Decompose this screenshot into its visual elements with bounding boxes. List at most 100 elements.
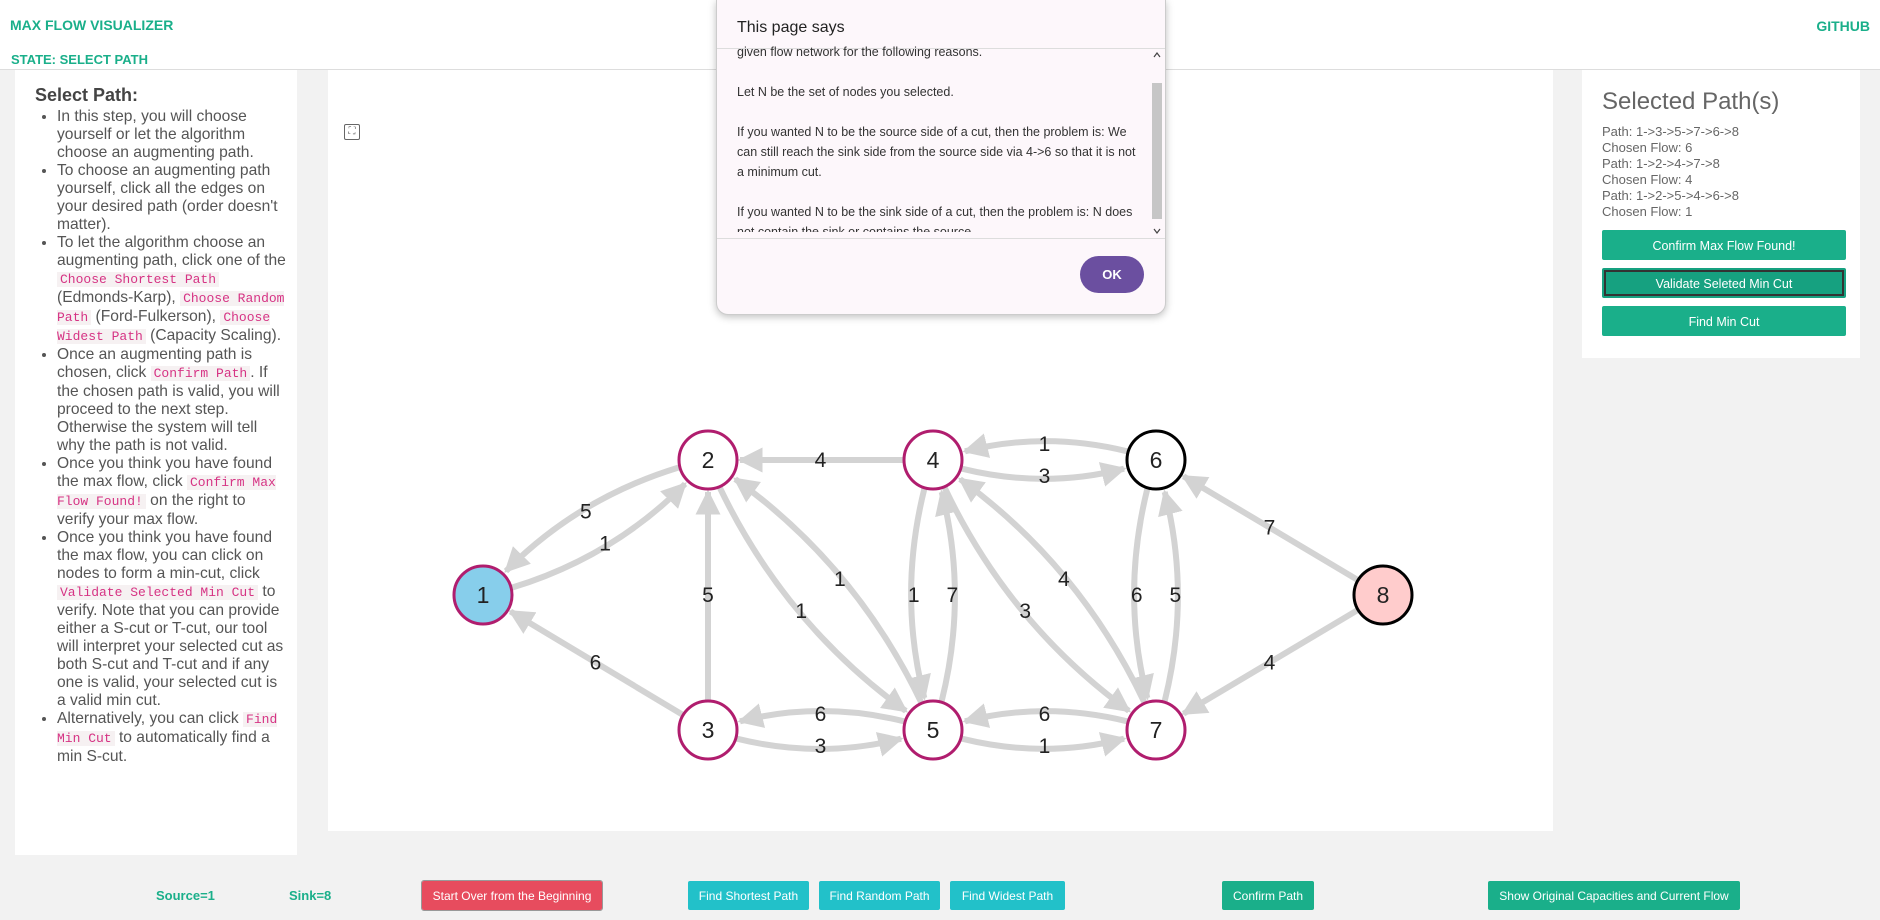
find-widest-path-button[interactable]: Find Widest Path — [950, 881, 1065, 910]
inline-code: Confirm Path — [150, 366, 251, 381]
state-label: STATE: SELECT PATH — [11, 52, 148, 67]
edge-5-2[interactable] — [733, 476, 924, 704]
edge-4-7[interactable] — [942, 486, 1131, 714]
edge-label-5-4: 7 — [946, 584, 958, 607]
path-line: Path: 1->2->5->4->6->8 — [1602, 188, 1739, 203]
edge-7-5[interactable] — [962, 703, 1128, 728]
chosen-flow-line: Chosen Flow: 4 — [1602, 172, 1693, 187]
edge-label-4-2: 4 — [815, 449, 827, 472]
edge-5-7[interactable] — [961, 732, 1127, 757]
dialog-scrollbar[interactable] — [1151, 50, 1163, 236]
node-label-8: 8 — [1377, 582, 1390, 608]
sink-label: Sink=8 — [289, 888, 332, 903]
dialog-paragraph: If you wanted N to be the source side of… — [737, 125, 1136, 179]
node-6[interactable]: 6 — [1125, 429, 1187, 491]
edge-3-1[interactable] — [508, 608, 685, 718]
edge-label-8-6: 7 — [1264, 517, 1276, 540]
instruction-item: To choose an augmenting path yourself, c… — [57, 162, 287, 234]
edge-label-4-6: 3 — [1039, 465, 1051, 488]
edge-6-4[interactable] — [962, 433, 1128, 458]
edge-label-2-1: 5 — [580, 500, 592, 523]
inline-code: Choose Shortest Path — [57, 272, 220, 287]
node-5[interactable]: 5 — [902, 699, 964, 761]
instructions-list: In this step, you will choose yourself o… — [15, 108, 297, 766]
node-label-3: 3 — [702, 717, 715, 743]
edge-label-7-5: 6 — [1039, 703, 1051, 726]
edge-2-5[interactable] — [717, 486, 908, 714]
edge-label-4-7: 3 — [1019, 600, 1031, 623]
edge-4-5[interactable] — [906, 488, 931, 701]
instruction-item: To let the algorithm choose an augmentin… — [57, 234, 287, 346]
path-line: Path: 1->3->5->7->6->8 — [1602, 124, 1739, 139]
node-1[interactable]: 1 — [452, 564, 514, 626]
dialog-message: given flow network for the following rea… — [737, 42, 1145, 232]
chosen-flow-line: Chosen Flow: 1 — [1602, 204, 1693, 219]
selected-paths-title: Selected Path(s) — [1602, 88, 1780, 115]
edge-5-4[interactable] — [935, 489, 960, 702]
find-min-cut-button[interactable]: Find Min Cut — [1602, 306, 1846, 336]
edge-5-3[interactable] — [737, 703, 905, 728]
edge-label-3-1: 6 — [590, 652, 602, 675]
instruction-item: Once you think you have found the max fl… — [57, 529, 287, 710]
path-line: Path: 1->2->4->7->8 — [1602, 156, 1720, 171]
edge-8-6[interactable] — [1181, 473, 1360, 583]
edge-2-1[interactable] — [503, 464, 680, 574]
instruction-item: Once you think you have found the max fl… — [57, 455, 287, 529]
dialog-ok-button[interactable]: OK — [1080, 256, 1144, 293]
edge-6-7[interactable] — [1129, 488, 1154, 701]
edge-label-5-2: 1 — [834, 568, 846, 591]
edge-7-4[interactable] — [958, 476, 1147, 704]
node-label-1: 1 — [477, 582, 490, 608]
edge-label-8-7: 4 — [1264, 652, 1276, 675]
node-2[interactable]: 2 — [677, 429, 739, 491]
edge-label-5-3: 6 — [815, 703, 827, 726]
edge-label-7-6: 5 — [1169, 584, 1181, 607]
dialog-paragraph: If you wanted N to be the sink side of a… — [737, 205, 1133, 232]
show-original-capacities-button[interactable]: Show Original Capacities and Current Flo… — [1488, 881, 1740, 910]
instruction-item: In this step, you will choose yourself o… — [57, 108, 287, 162]
fullscreen-icon[interactable]: ⛶ — [344, 124, 360, 140]
edge-label-7-4: 4 — [1058, 568, 1070, 591]
node-3[interactable]: 3 — [677, 699, 739, 761]
dialog-paragraph: Let N be the set of nodes you selected. — [737, 85, 954, 99]
edge-label-2-5: 1 — [795, 600, 807, 623]
inline-code: Validate Selected Min Cut — [57, 585, 259, 600]
confirm-max-flow-button[interactable]: Confirm Max Flow Found! — [1602, 230, 1846, 260]
node-7[interactable]: 7 — [1125, 699, 1187, 761]
edge-label-3-2: 5 — [702, 584, 714, 607]
edge-label-1-2: 1 — [599, 533, 611, 556]
edge-8-7[interactable] — [1181, 607, 1360, 717]
dialog-title: This page says — [737, 19, 845, 36]
dialog-paragraph: given flow network for the following rea… — [737, 45, 983, 59]
start-over-button[interactable]: Start Over from the Beginning — [421, 880, 603, 911]
chosen-flow-line: Chosen Flow: 6 — [1602, 140, 1693, 155]
source-label: Source=1 — [156, 888, 215, 903]
edge-3-5[interactable] — [736, 732, 904, 757]
app-title[interactable]: MAX FLOW VISUALIZER — [10, 17, 174, 33]
node-4[interactable]: 4 — [902, 429, 964, 491]
node-label-4: 4 — [927, 447, 940, 473]
validate-min-cut-button[interactable]: Validate Seleted Min Cut — [1602, 268, 1846, 298]
find-shortest-path-button[interactable]: Find Shortest Path — [688, 881, 809, 910]
node-label-2: 2 — [702, 447, 715, 473]
dialog-scroll-thumb[interactable] — [1152, 83, 1162, 219]
instructions-title: Select Path: — [35, 85, 139, 105]
find-random-path-button[interactable]: Find Random Path — [819, 881, 940, 910]
edge-4-6[interactable] — [961, 462, 1127, 487]
instruction-item: Once an augmenting path is chosen, click… — [57, 346, 287, 455]
edge-label-3-5: 3 — [815, 735, 827, 758]
edge-label-6-7: 6 — [1131, 584, 1143, 607]
confirm-path-button[interactable]: Confirm Path — [1222, 881, 1314, 910]
edge-label-6-4: 1 — [1039, 433, 1051, 456]
node-label-6: 6 — [1150, 447, 1163, 473]
edge-7-6[interactable] — [1158, 489, 1183, 702]
instruction-item: Alternatively, you can click Find Min Cu… — [57, 710, 287, 766]
edge-1-2[interactable] — [511, 481, 688, 591]
node-8[interactable]: 8 — [1352, 564, 1414, 626]
github-link[interactable]: GITHUB — [1816, 18, 1870, 34]
alert-dialog: This page says given flow network for th… — [716, 0, 1166, 315]
edge-label-5-7: 1 — [1039, 735, 1051, 758]
edge-label-4-5: 1 — [908, 584, 920, 607]
